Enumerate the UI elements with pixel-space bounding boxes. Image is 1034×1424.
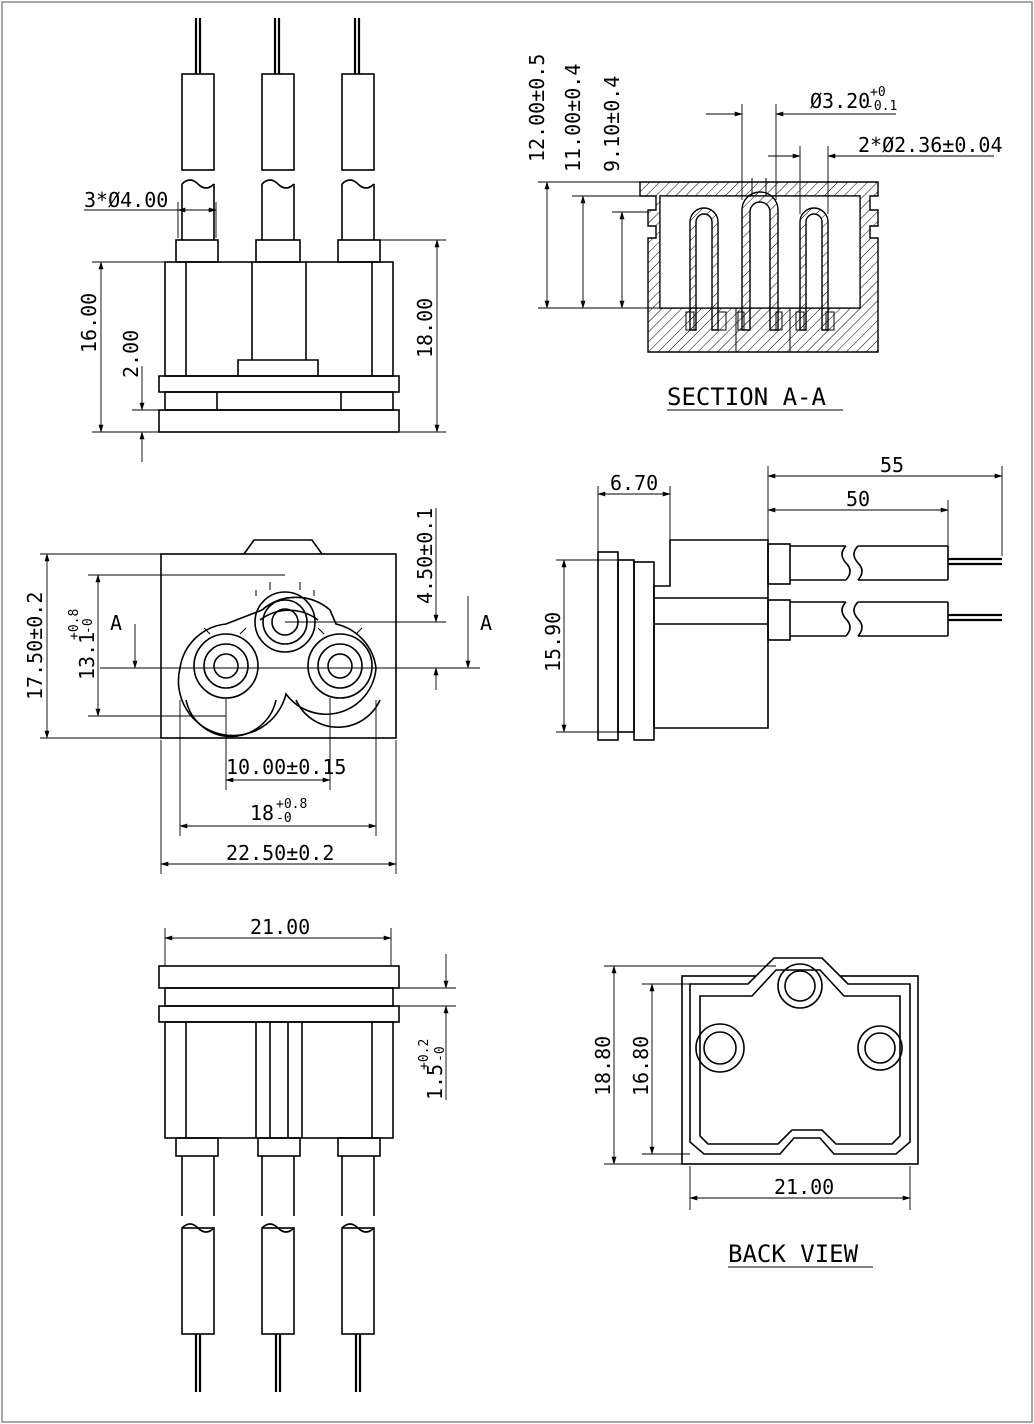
depth-670-label: 6.70 (610, 471, 658, 495)
front-view: 17.50±0.2 13.1 +0.8 -0 A A 4.50±0.1 10.0… (23, 508, 492, 874)
wire-length-50-label: 50 (846, 487, 870, 511)
height-16-label: 16.00 (77, 293, 101, 353)
flange-tol-up: +0.2 (417, 1039, 432, 1070)
section-depth-12-label: 12.00±0.5 (525, 54, 549, 162)
height-18-label: 18.00 (413, 298, 437, 358)
back-height-168-label: 16.80 (629, 1036, 653, 1096)
main-hole-tol-up: +0 (870, 85, 886, 100)
inner-height-tol-up: +0.8 (67, 609, 82, 640)
wire-length-55-label: 55 (880, 453, 904, 477)
bottom-view: 21.00 1.5 +0.2 -0 (158, 915, 456, 1392)
width-18-tol-up: +0.8 (276, 797, 307, 812)
back-view: 18.80 16.80 21.00 BACK VIEW (591, 957, 919, 1268)
side-hole-diameter-label: 2*Ø2.36±0.04 (858, 133, 1003, 157)
back-width-label: 21.00 (774, 1175, 834, 1199)
width-18-label: 18 (250, 801, 274, 825)
height-2-label: 2.00 (119, 330, 143, 378)
flange-label: 1.5 (423, 1064, 447, 1100)
main-hole-tol-down: -0.1 (866, 99, 897, 114)
main-hole-diameter-label: Ø3.20 (810, 89, 870, 113)
inner-height-tol-down: -0 (81, 618, 96, 634)
inner-height-label: 13.1 (75, 632, 99, 680)
section-view: 12.00±0.5 11.00±0.4 9.10±0.4 Ø3.20 +0 -0… (525, 54, 1003, 411)
pin-diameter-label: 3*Ø4.00 (84, 188, 168, 212)
offset-label: 4.50±0.1 (413, 508, 437, 604)
top-view: 3*Ø4.00 16.00 2.00 18.00 (77, 18, 446, 462)
pitch-label: 10.00±0.15 (226, 755, 346, 779)
section-depth-9-label: 9.10±0.4 (600, 76, 624, 172)
section-depth-11-label: 11.00±0.4 (561, 64, 585, 172)
section-mark-right: A (480, 611, 492, 635)
side-view: 6.70 55 50 15.90 (541, 453, 1003, 741)
back-view-caption: BACK VIEW (728, 1240, 859, 1268)
front-height-label: 17.50±0.2 (23, 592, 47, 700)
section-mark-left: A (110, 611, 122, 635)
flange-tol-down: -0 (433, 1046, 448, 1062)
side-height-label: 15.90 (541, 612, 565, 672)
section-caption: SECTION A-A (667, 383, 826, 411)
back-height-188-label: 18.80 (591, 1036, 615, 1096)
width-18-tol-down: -0 (276, 811, 292, 826)
bottom-width-label: 21.00 (250, 915, 310, 939)
total-width-label: 22.50±0.2 (226, 841, 334, 865)
